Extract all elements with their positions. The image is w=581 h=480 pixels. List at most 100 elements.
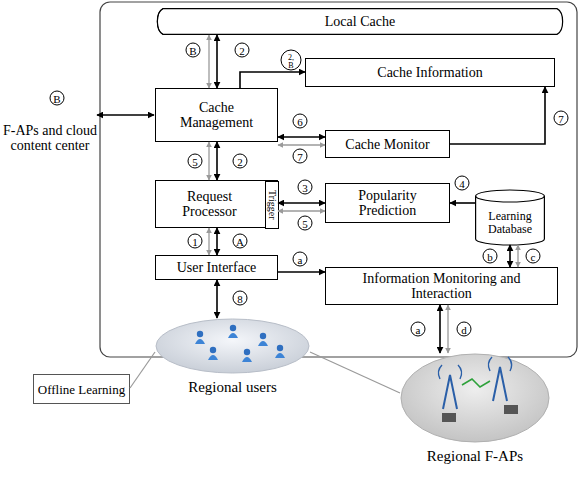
connector-line (450, 87, 545, 144)
process-box: User Interface (155, 255, 278, 280)
node-label: Learning Database (478, 210, 542, 236)
connector-line (240, 72, 305, 88)
companion-line (447, 305, 448, 353)
callout-number: d (457, 322, 472, 337)
callout-number: 8 (233, 291, 248, 306)
connector (278, 272, 325, 273)
node-content: Popularity Prediction (326, 184, 449, 222)
connector (130, 352, 155, 388)
callout-number: a (411, 322, 426, 337)
node-content: Cache Monitor (326, 131, 449, 157)
callout-number: 7 (554, 111, 569, 126)
callout-number: c (526, 249, 541, 264)
node-label: Information Monitoring and Interaction (352, 271, 532, 301)
node-label: Request Processor (165, 189, 255, 219)
node-label: Cache Information (377, 65, 482, 80)
system-frame (100, 2, 577, 357)
connector (450, 203, 475, 204)
companion-line (208, 35, 209, 88)
process-box: Popularity Prediction (325, 183, 450, 223)
node-content: Request Processor (156, 181, 277, 227)
node-content: Cache Management (156, 89, 277, 141)
connector (310, 352, 400, 393)
external-label: F-APs and cloud content center (3, 123, 98, 153)
node-outline (155, 318, 310, 374)
node-label: Popularity Prediction (338, 188, 438, 218)
callout-number: 4 (455, 176, 470, 191)
node-label: Trigger (266, 190, 278, 220)
node-label: User Interface (177, 260, 257, 275)
access-point-region: Regional F-APs (400, 353, 550, 443)
node-label: Cache Management (172, 100, 262, 130)
connector-line (278, 136, 325, 138)
companion-line (208, 142, 209, 180)
connector-line (278, 202, 325, 204)
node-outline (400, 353, 550, 443)
callout-number: A (233, 234, 248, 249)
callout-number: 5 (298, 216, 313, 231)
node-label: Offline Learning (38, 382, 125, 397)
node-content: Local Cache (155, 8, 565, 35)
connector (209, 35, 217, 88)
connector-line (310, 352, 400, 393)
companion-line (278, 144, 325, 145)
node-content: Regional F-APs (400, 353, 550, 443)
companion-line (517, 245, 518, 267)
connector (510, 245, 518, 267)
node-content: Offline Learning (34, 375, 129, 403)
database-cylinder: Learning Database (475, 190, 545, 245)
callout-number: 7 (293, 149, 308, 164)
connector-line (216, 142, 218, 180)
connector-line (278, 271, 325, 273)
connector-line (130, 352, 155, 388)
node-label: Regional F-APs (380, 449, 570, 464)
cache-band: Local Cache (155, 8, 565, 35)
process-box: Cache Monitor (325, 130, 450, 158)
connector (450, 87, 545, 144)
companion-line (208, 228, 209, 255)
external-arrow (97, 114, 154, 116)
connector (278, 203, 325, 211)
connector-line (216, 35, 218, 88)
connector-line (216, 280, 218, 318)
node-content: Learning Database (475, 190, 545, 245)
callout-number: a (293, 252, 308, 267)
node-label: Cache Monitor (345, 137, 429, 152)
callout-number: 2 (235, 43, 250, 58)
callout-number: 3 (298, 180, 313, 195)
connector-line (439, 305, 441, 353)
trigger-strip: Trigger (265, 181, 279, 229)
connector-line (509, 245, 511, 267)
user-region: Regional users (155, 318, 310, 374)
callout-number: 2 (233, 154, 248, 169)
connector (278, 137, 325, 145)
callout-number: 1 (188, 234, 203, 249)
connector-line (216, 228, 218, 255)
connector (209, 228, 217, 255)
process-box: Request Processor Trigger (155, 180, 278, 228)
callout-number: b (483, 249, 498, 264)
node-label: Regional users (135, 380, 330, 395)
callout-number: 2, B (281, 50, 302, 71)
callout-number: B (186, 43, 201, 58)
connector (217, 280, 218, 318)
process-box: Cache Information (305, 58, 555, 87)
connector-line (450, 202, 475, 204)
callout-number: 5 (188, 154, 203, 169)
node-label: Local Cache (325, 14, 395, 29)
node-content: Cache Information (306, 59, 554, 86)
callout-number: B (50, 91, 65, 106)
callout-number: 6 (293, 114, 308, 129)
connector (240, 72, 305, 88)
node-content: Regional users (155, 318, 310, 374)
node-content: Information Monitoring and Interaction (326, 268, 557, 304)
node-content: User Interface (156, 256, 277, 279)
connector (440, 305, 448, 353)
node-content: Trigger (266, 182, 278, 228)
connector (209, 142, 217, 180)
process-box: Cache Management (155, 88, 278, 142)
process-box: Information Monitoring and Interaction (325, 267, 558, 305)
companion-line (278, 210, 325, 211)
